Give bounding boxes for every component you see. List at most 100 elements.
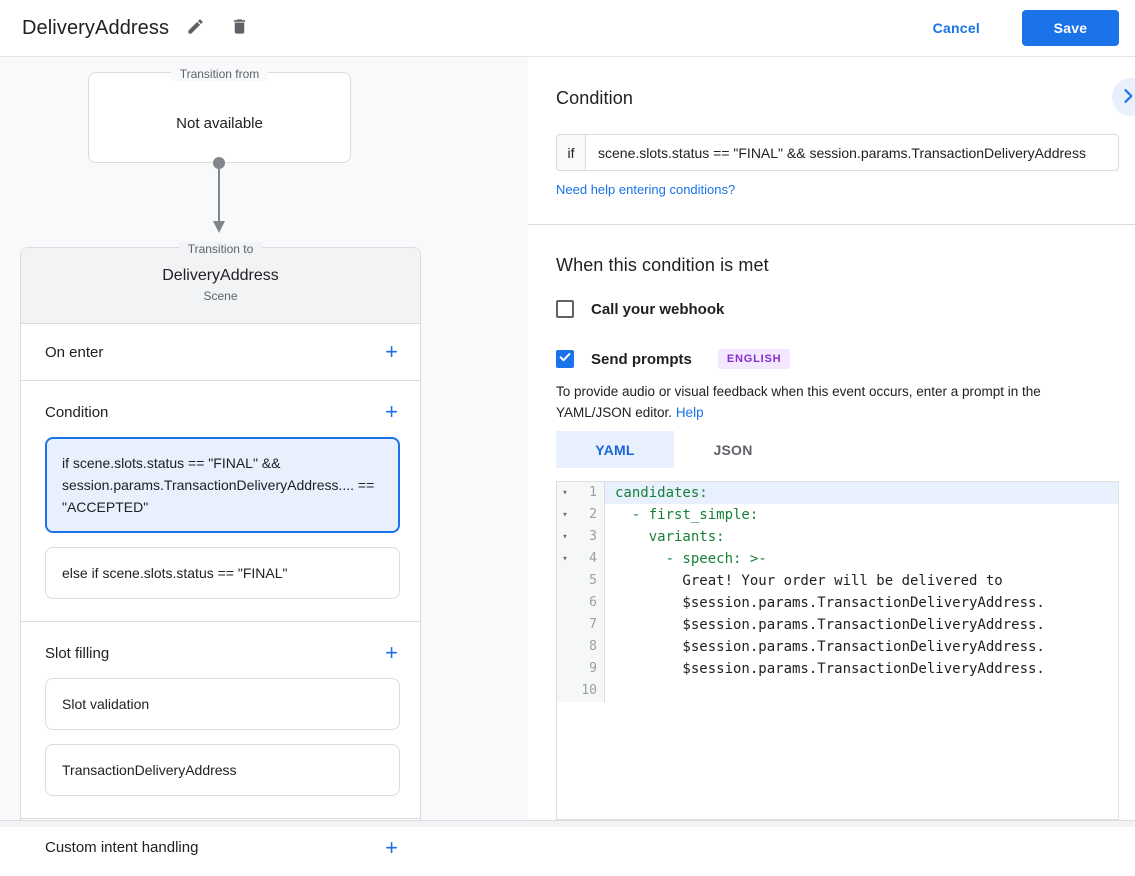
transition-arrow bbox=[209, 157, 229, 237]
editor-gutter: 9 bbox=[557, 658, 605, 680]
editor-gutter: ▾2 bbox=[557, 504, 605, 526]
editor-line[interactable]: 10 bbox=[557, 680, 1118, 702]
fold-arrow-icon[interactable]: ▾ bbox=[557, 548, 573, 570]
code-text[interactable]: - first_simple: bbox=[605, 504, 1118, 526]
send-prompts-checkbox[interactable] bbox=[556, 350, 574, 368]
tab-json[interactable]: JSON bbox=[674, 431, 792, 468]
editor-line[interactable]: 7 $session.params.TransactionDeliveryAdd… bbox=[557, 614, 1118, 636]
trash-icon bbox=[230, 17, 249, 39]
delete-scene-button[interactable] bbox=[221, 10, 257, 46]
editor-gutter: 10 bbox=[557, 680, 605, 702]
custom-intent-section[interactable]: Custom intent handling + bbox=[21, 819, 420, 876]
collapse-panel-button[interactable] bbox=[1112, 78, 1135, 116]
send-prompts-label: Send prompts bbox=[591, 351, 692, 368]
editor-gutter: ▾3 bbox=[557, 526, 605, 548]
condition-expression-row: if bbox=[556, 134, 1119, 171]
condition-heading: Condition bbox=[556, 88, 633, 109]
edit-scene-button[interactable] bbox=[177, 10, 213, 46]
code-text[interactable]: $session.params.TransactionDeliveryAddre… bbox=[605, 614, 1118, 636]
editor-tabs: YAML JSON bbox=[556, 431, 792, 468]
fold-arrow-icon[interactable]: ▾ bbox=[557, 526, 573, 548]
line-number: 4 bbox=[573, 548, 604, 570]
scene-type-label: Scene bbox=[21, 289, 420, 303]
editor-gutter: 8 bbox=[557, 636, 605, 658]
code-text[interactable] bbox=[605, 680, 1118, 702]
code-text[interactable]: candidates: bbox=[605, 482, 1118, 504]
condition-label: Condition bbox=[45, 404, 108, 421]
editor-gutter: 5 bbox=[557, 570, 605, 592]
condition-card-else[interactable]: else if scene.slots.status == "FINAL" bbox=[45, 547, 400, 599]
prompt-hint-text: To provide audio or visual feedback when… bbox=[556, 381, 1111, 423]
slot-filling-section-header: Slot filling + bbox=[21, 622, 420, 664]
on-enter-section[interactable]: On enter + bbox=[21, 324, 420, 381]
webhook-label: Call your webhook bbox=[591, 301, 724, 318]
add-custom-intent-button[interactable]: + bbox=[385, 837, 398, 859]
slot-card-validation[interactable]: Slot validation bbox=[45, 678, 400, 730]
transition-from-box[interactable]: Transition from Not available bbox=[88, 72, 351, 163]
scene-graph-canvas: Transition from Not available Transition… bbox=[0, 57, 528, 827]
line-number: 10 bbox=[573, 680, 604, 702]
add-slot-button[interactable]: + bbox=[385, 642, 398, 664]
slot-card-transaction-delivery-address[interactable]: TransactionDeliveryAddress bbox=[45, 744, 400, 796]
page-title: DeliveryAddress bbox=[22, 17, 169, 40]
slot-filling-label: Slot filling bbox=[45, 645, 109, 662]
code-text[interactable]: variants: bbox=[605, 526, 1118, 548]
editor-line[interactable]: ▾2 - first_simple: bbox=[557, 504, 1118, 526]
code-text[interactable]: - speech: >- bbox=[605, 548, 1118, 570]
code-text[interactable]: $session.params.TransactionDeliveryAddre… bbox=[605, 658, 1118, 680]
save-button[interactable]: Save bbox=[1022, 10, 1119, 46]
fold-arrow-icon[interactable]: ▾ bbox=[557, 482, 573, 504]
line-number: 7 bbox=[573, 614, 604, 636]
code-text[interactable]: Great! Your order will be delivered to bbox=[605, 570, 1118, 592]
editor-line[interactable]: 9 $session.params.TransactionDeliveryAdd… bbox=[557, 658, 1118, 680]
chevron-right-icon bbox=[1118, 86, 1135, 109]
line-number: 3 bbox=[573, 526, 604, 548]
tab-yaml[interactable]: YAML bbox=[556, 431, 674, 468]
add-on-enter-button[interactable]: + bbox=[385, 341, 398, 363]
language-badge: ENGLISH bbox=[718, 349, 791, 369]
call-webhook-row[interactable]: Call your webhook bbox=[556, 300, 724, 318]
send-prompts-row[interactable]: Send prompts ENGLISH bbox=[556, 349, 790, 369]
on-enter-label: On enter bbox=[45, 344, 103, 361]
help-link[interactable]: Help bbox=[676, 405, 704, 420]
slot-filling-section: Slot filling + Slot validation Transacti… bbox=[21, 622, 420, 819]
editor-gutter: 6 bbox=[557, 592, 605, 614]
editor-line[interactable]: ▾4 - speech: >- bbox=[557, 548, 1118, 570]
webhook-checkbox[interactable] bbox=[556, 300, 574, 318]
top-bar: DeliveryAddress Cancel Save bbox=[0, 0, 1135, 57]
code-text[interactable]: $session.params.TransactionDeliveryAddre… bbox=[605, 592, 1118, 614]
line-number: 1 bbox=[573, 482, 604, 504]
line-number: 6 bbox=[573, 592, 604, 614]
editor-line[interactable]: 8 $session.params.TransactionDeliveryAdd… bbox=[557, 636, 1118, 658]
condition-help-link[interactable]: Need help entering conditions? bbox=[556, 182, 735, 197]
code-text[interactable]: $session.params.TransactionDeliveryAddre… bbox=[605, 636, 1118, 658]
line-number: 2 bbox=[573, 504, 604, 526]
cancel-button[interactable]: Cancel bbox=[933, 20, 980, 36]
divider bbox=[528, 224, 1135, 225]
pencil-icon bbox=[186, 17, 205, 39]
transition-from-legend: Transition from bbox=[89, 65, 350, 83]
custom-intent-label: Custom intent handling bbox=[45, 839, 198, 856]
editor-line[interactable]: 5 Great! Your order will be delivered to bbox=[557, 570, 1118, 592]
editor-gutter: ▾1 bbox=[557, 482, 605, 504]
editor-gutter: ▾4 bbox=[557, 548, 605, 570]
when-condition-heading: When this condition is met bbox=[556, 255, 769, 276]
editor-gutter: 7 bbox=[557, 614, 605, 636]
scene-card: Transition to DeliveryAddress Scene On e… bbox=[20, 247, 421, 821]
condition-card-selected[interactable]: if scene.slots.status == "FINAL" && sess… bbox=[45, 437, 400, 533]
condition-section-header: Condition + bbox=[21, 381, 420, 423]
line-number: 9 bbox=[573, 658, 604, 680]
condition-detail-panel: Condition if Need help entering conditio… bbox=[528, 57, 1135, 827]
add-condition-button[interactable]: + bbox=[385, 401, 398, 423]
editor-line[interactable]: ▾3 variants: bbox=[557, 526, 1118, 548]
line-number: 5 bbox=[573, 570, 604, 592]
fold-arrow-icon[interactable]: ▾ bbox=[557, 504, 573, 526]
editor-line[interactable]: 6 $session.params.TransactionDeliveryAdd… bbox=[557, 592, 1118, 614]
check-icon bbox=[558, 350, 572, 369]
condition-expression-input[interactable] bbox=[585, 134, 1119, 171]
condition-section: Condition + if scene.slots.status == "FI… bbox=[21, 381, 420, 622]
if-prefix-label: if bbox=[556, 134, 585, 171]
scene-card-header: Transition to DeliveryAddress Scene bbox=[21, 248, 420, 324]
